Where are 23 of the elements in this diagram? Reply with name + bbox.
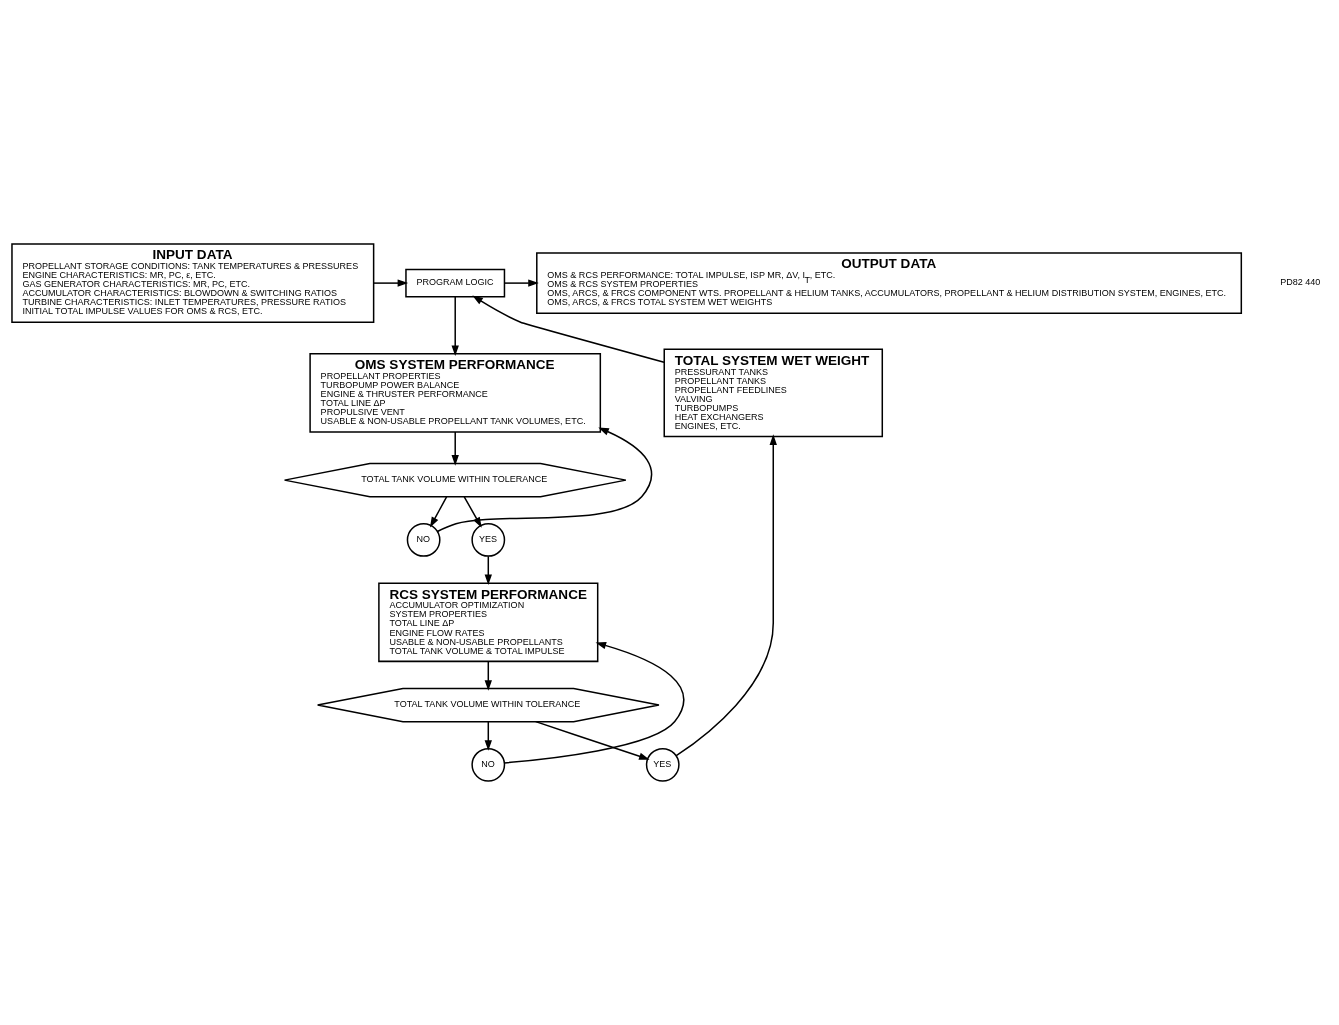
arrow [484,720,492,751]
arrow [675,434,777,757]
node-circle: YES [645,747,680,782]
node-box: OMS SYSTEM PERFORMANCE PROPELLANT PROPERTIES TURBOPUMP POWER BALANCE ENGINE & THRUSTER PERFORMANCE TOTAL LINE ΔP PROPULSIVE VENT USABLE & NON-USABLE PROPELLANT TANK VOLUMES, ETC. [309,353,602,433]
node-box: TOTAL SYSTEM WET WEIGHT PRESSURANT TANKS PROPELLANT TANKS PROPELLANT FEEDLINES VALVING TURBOPUMPS HEAT EXCHANGERS ENGINES, ETC. [663,348,884,438]
node-circle: NO [471,747,506,782]
node-box: PROGRAM LOGIC [405,268,506,298]
arrow [436,427,653,533]
arrow [430,496,448,528]
arrow [484,555,492,586]
node-circle: NO [406,523,441,557]
arrow [503,279,539,287]
arrow [451,431,459,466]
node-box: RCS SYSTEM PERFORMANCE ACCUMULATOR OPTIMIZATION SYSTEM PROPERTIES TOTAL LINE ΔP ENGINE FLOW RATES USABLE & NON-USABLE PROPELLANTS TOTAL TANK VOLUME & TOTAL IMPULSE [378,582,599,663]
arrow [451,295,459,356]
arrow [535,720,650,760]
arrow [484,660,492,691]
node-box: INPUT DATA PROPELLANT STORAGE CONDITIONS: TANK TEMPERATURES & PRESSURES ENGINE CHARACTERISTICS: MR, PC, ε, ETC. GAS GENERATOR CHARACTERISTICS: MR, PC, ETC. ACCUMULATOR CHARACTERISTICS: BLOWDOWN & SWITCHING RATIOS TURBINE CHARACTERISTICS: INLET TEMPERATURES, PRESSURE RATIOS INITIAL TOTAL IMPULSE VALUES FOR OMS & RCS, ETC. [11,243,375,323]
label: PD82 440 [1280,277,1321,288]
arrow [503,641,685,764]
node-circle: YES [471,523,506,557]
arrow [372,279,409,287]
arrow [472,295,665,363]
